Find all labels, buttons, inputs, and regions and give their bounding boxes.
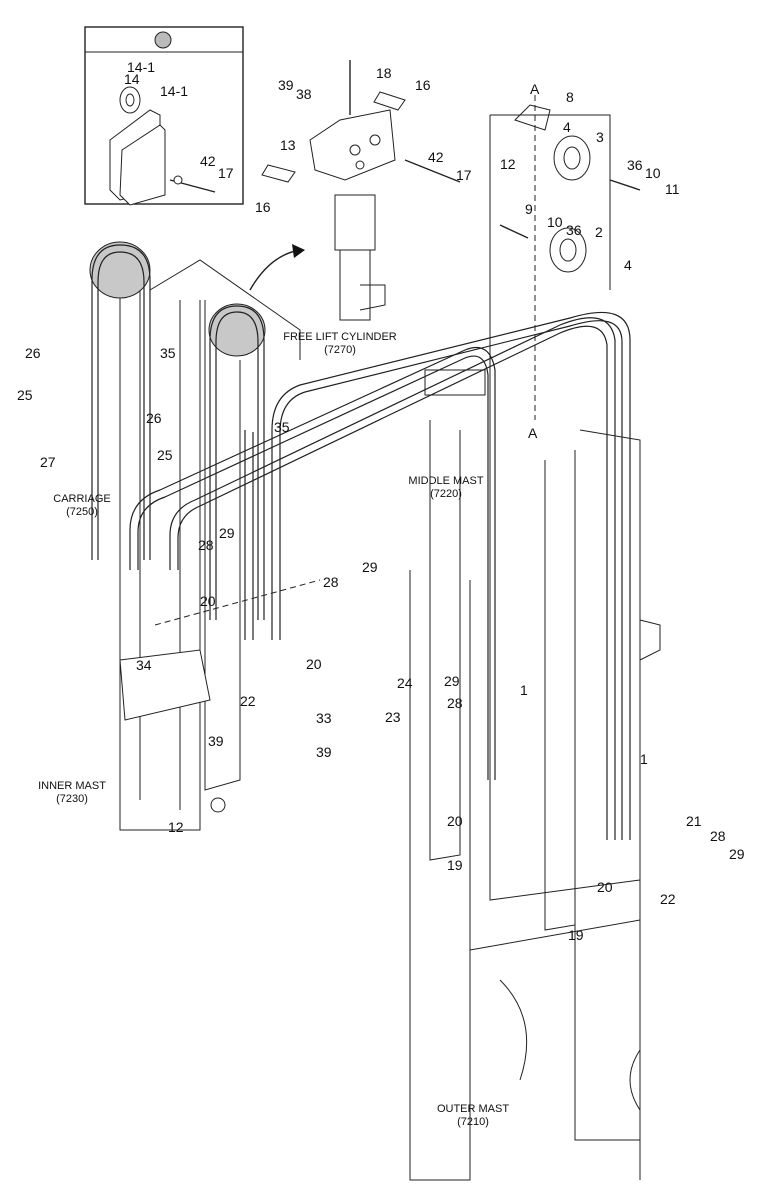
callout: 38 xyxy=(296,86,312,102)
callout: 42 xyxy=(200,153,216,169)
callout: 28 xyxy=(198,537,214,553)
callout: 18 xyxy=(376,65,392,81)
callout: 26 xyxy=(146,410,162,426)
free-lift-cylinder-code: (7270) xyxy=(324,344,356,356)
callout: 17 xyxy=(218,165,234,181)
callout: 14-1 xyxy=(160,83,188,99)
callout: 23 xyxy=(385,709,401,725)
pulley-detail xyxy=(499,95,641,420)
callout: 24 xyxy=(397,675,413,691)
hose-sheaves xyxy=(89,241,266,357)
callout: 39 xyxy=(278,77,294,93)
callout: 29 xyxy=(219,525,235,541)
callout: 20 xyxy=(306,656,322,672)
callout: 2 xyxy=(595,224,603,240)
carriage-label: CARRIAGE xyxy=(53,493,110,505)
middle-mast-label: MIDDLE MAST xyxy=(408,475,483,487)
callout: 39 xyxy=(316,744,332,760)
callout: 29 xyxy=(362,559,378,575)
mast-structure xyxy=(119,114,661,1181)
hoses xyxy=(91,244,631,840)
inner-mast-code: (7230) xyxy=(56,793,88,805)
callout: A xyxy=(528,425,538,441)
inner-mast-label: INNER MAST xyxy=(38,780,106,792)
callout: 4 xyxy=(563,119,571,135)
callout: 25 xyxy=(157,447,173,463)
callout: 22 xyxy=(240,693,256,709)
callout: 8 xyxy=(566,89,574,105)
callout: 1 xyxy=(520,682,528,698)
outer-mast-code: (7210) xyxy=(457,1116,489,1128)
callout: 13 xyxy=(280,137,296,153)
callout: 28 xyxy=(447,695,463,711)
callout: 29 xyxy=(729,846,745,862)
callout: 10 xyxy=(547,214,563,230)
detail-inset xyxy=(84,26,244,206)
callout: 27 xyxy=(40,454,56,470)
callout: 39 xyxy=(208,733,224,749)
callout: A xyxy=(530,81,540,97)
callout-labels: 14-1 14 14-1 42 17 39 38 18 16 13 42 17 … xyxy=(17,59,745,943)
carriage-code: (7250) xyxy=(66,506,98,518)
callout: 25 xyxy=(17,387,33,403)
callout: 20 xyxy=(597,879,613,895)
callout: 14 xyxy=(124,71,140,87)
callout: 36 xyxy=(627,157,643,173)
callout: 35 xyxy=(274,419,290,435)
callout: 35 xyxy=(160,345,176,361)
callout: 22 xyxy=(660,891,676,907)
callout: 21 xyxy=(686,813,702,829)
callout: 9 xyxy=(525,201,533,217)
callout: 11 xyxy=(665,181,680,197)
callout: 1 xyxy=(640,751,648,767)
callout: 42 xyxy=(428,149,444,165)
callout: 28 xyxy=(710,828,726,844)
callout: 36 xyxy=(566,222,582,238)
callout: 29 xyxy=(444,673,460,689)
callout: 12 xyxy=(500,156,516,172)
callout: 26 xyxy=(25,345,41,361)
callout: 20 xyxy=(200,593,216,609)
callout: 19 xyxy=(568,927,584,943)
assembly-labels: FREE LIFT CYLINDER (7270) CARRIAGE (7250… xyxy=(38,331,509,1128)
callout: 19 xyxy=(447,857,463,873)
callout: 33 xyxy=(316,710,332,726)
callout: 12 xyxy=(168,819,184,835)
free-lift-cylinder-detail xyxy=(249,60,461,321)
callout: 4 xyxy=(624,257,632,273)
callout: 34 xyxy=(136,657,152,673)
free-lift-cylinder-label: FREE LIFT CYLINDER xyxy=(283,331,397,343)
callout: 17 xyxy=(456,167,472,183)
callout: 14-1 xyxy=(127,59,155,75)
callout: 20 xyxy=(447,813,463,829)
callout: 10 xyxy=(645,165,661,181)
callout: 3 xyxy=(596,129,604,145)
outer-mast-label: OUTER MAST xyxy=(437,1103,509,1115)
middle-mast-code: (7220) xyxy=(430,488,462,500)
callout: 28 xyxy=(323,574,339,590)
callout: 16 xyxy=(255,199,271,215)
callout: 16 xyxy=(415,77,431,93)
